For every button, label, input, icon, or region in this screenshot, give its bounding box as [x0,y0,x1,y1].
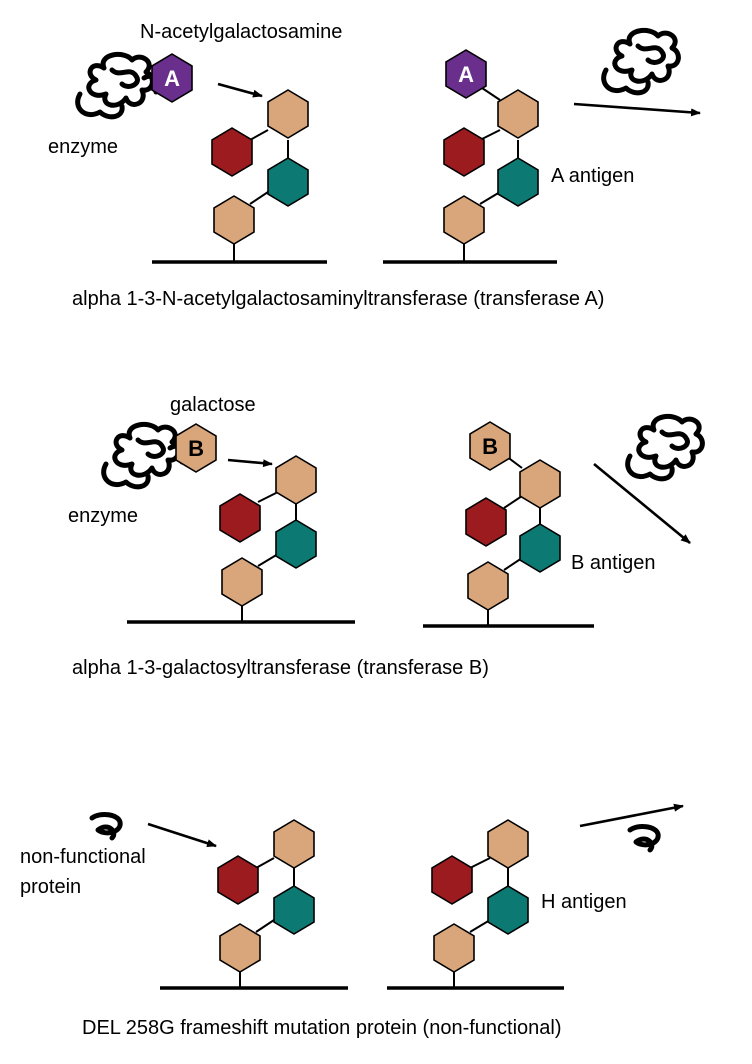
tan-hexagon [221,557,263,607]
panel-nonfunctional: non-functional protein H antigen [20,803,684,1039]
tan-hexagon [519,459,561,509]
caption-transferase-b: alpha 1-3-galactosyltransferase (transfe… [72,657,489,679]
glycosidic-link [469,857,491,869]
red-hexagon [217,855,259,905]
red-hexagon [219,493,261,543]
glycosidic-link [481,87,501,101]
sugar-hexagon-b: B [175,423,217,473]
arrow-release-enzyme-b [593,462,691,545]
product-label-b: B antigen [571,552,656,574]
sugar-hex-b [175,423,217,473]
arrow-to-substrate-a [217,82,263,98]
sugar-letter-a: A [164,66,180,91]
product-label-a: A antigen [551,165,634,187]
substrate-h-chain-a [152,89,327,264]
tan-hexagon [219,923,261,973]
sugar-hex-a [151,53,193,103]
red-hexagon [465,497,507,547]
product-h-antigen [387,819,564,990]
glycosidic-link [257,553,279,567]
tan-hexagon [433,923,475,973]
arrow-release-enzyme-a [573,102,701,117]
tan-hexagon [275,455,317,505]
glycosidic-link [255,857,275,869]
protein-label-line2: protein [20,876,81,898]
tan-hexagon [443,195,485,245]
panel-transferase-b: galactose enzyme B [68,394,705,679]
enzyme-icon [101,421,187,490]
product-a-antigen: A [383,49,557,264]
glycosidic-link [249,129,269,141]
tan-hexagon [467,561,509,611]
arrow-release-protein-o [579,803,684,828]
product-label-o: H antigen [541,891,627,913]
enzyme-label-b: enzyme [68,505,138,527]
substrate-h-chain-b [127,455,355,624]
glycosidic-link [479,129,501,141]
attached-letter-a: A [458,62,474,87]
glycosidic-link [503,557,523,571]
red-hexagon [431,855,473,905]
sugar-hexagon-a: A [151,53,193,103]
product-b-antigen: B [423,421,594,628]
teal-hexagon [487,885,529,935]
substrate-h-chain-o [160,819,348,990]
enzyme-icon [601,27,681,96]
arrow-to-substrate-o [147,822,217,848]
red-hexagon [443,127,485,177]
teal-hexagon [267,157,309,207]
glycosidic-link [469,919,491,933]
teal-hexagon [497,157,539,207]
attached-letter-b: B [482,434,498,459]
glycosidic-link [503,495,523,509]
glycosidic-link [249,191,269,205]
enzyme-icon [625,413,705,482]
tan-hexagon [267,89,309,139]
teal-hexagon [273,885,315,935]
caption-transferase-a: alpha 1-3-N-acetylgalactosaminyltransfer… [72,288,604,310]
sugar-label-a: N-acetylgalactosamine [140,21,342,43]
sugar-letter-b: B [188,436,204,461]
glycosidic-link [255,919,275,933]
nonfunctional-protein-icon [627,824,661,853]
arrow-to-substrate-b [227,458,273,468]
attached-sugar-a: A [445,49,487,99]
red-hexagon [211,127,253,177]
protein-label-line1: non-functional [20,846,146,868]
nonfunctional-protein-icon [89,812,123,841]
glycosidic-link [479,191,501,205]
caption-nonfunctional: DEL 258G frameshift mutation protein (no… [82,1017,562,1039]
sugar-label-b: galactose [170,394,256,416]
tan-hexagon [273,819,315,869]
attached-sugar-b: B [469,421,511,471]
sugar-hex-a [445,49,487,99]
tan-hexagon [497,89,539,139]
sugar-hex-b [469,421,511,471]
tan-hexagon [487,819,529,869]
panel-transferase-a: N-acetylgalactosamine enzyme A [48,21,701,310]
enzyme-label-a: enzyme [48,136,118,158]
teal-hexagon [275,519,317,569]
enzyme-icon [75,51,161,120]
glycosidic-link [257,491,279,503]
tan-hexagon [213,195,255,245]
teal-hexagon [519,523,561,573]
